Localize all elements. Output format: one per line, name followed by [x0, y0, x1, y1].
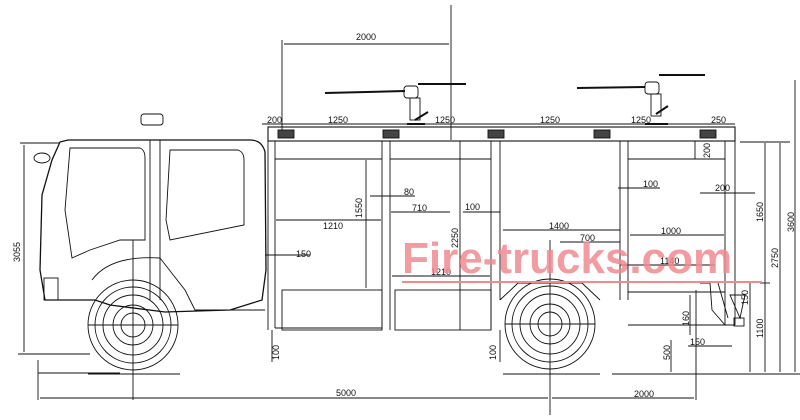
dim-top-1250-a: 1250: [328, 115, 348, 125]
dim-rear-1140: 1140: [660, 256, 679, 266]
dim-clearance-100-a: 100: [271, 345, 281, 360]
dim-rear-200-side: 200: [715, 183, 730, 193]
dim-rear-1400: 1400: [549, 221, 569, 231]
dim-top-1250-c: 1250: [540, 115, 560, 125]
dim-rear-overhang-2000: 2000: [634, 389, 654, 399]
dim-rear-150-h: 150: [740, 290, 750, 305]
dim-front-1550: 1550: [354, 198, 364, 218]
dim-top-200: 200: [267, 115, 282, 125]
watermark-text: Fire-trucks.com: [402, 234, 732, 283]
dim-mid-2250: 2250: [450, 228, 460, 248]
dim-front-1210: 1210: [323, 221, 343, 231]
dim-rear-160: 160: [681, 311, 691, 326]
dim-rear-100: 100: [643, 179, 658, 189]
dim-clearance-100-b: 100: [488, 345, 498, 360]
dim-height-2750: 2750: [770, 248, 780, 268]
dim-height-1100: 1100: [755, 319, 765, 338]
dim-height-3600: 3600: [786, 212, 796, 232]
dim-rear-700: 700: [580, 233, 595, 243]
dim-top-250: 250: [711, 115, 726, 125]
dim-mid-1210: 1210: [431, 267, 451, 277]
dim-cab-height-3055: 3055: [12, 242, 22, 262]
dim-rear-500: 500: [662, 345, 672, 360]
dim-height-1650: 1650: [755, 202, 765, 222]
dim-rear-1000: 1000: [661, 226, 681, 236]
dim-rear-200-top: 200: [702, 143, 712, 158]
dim-mid-80: 80: [404, 187, 414, 197]
dim-mid-710: 710: [412, 203, 427, 213]
dim-wheelbase-5000: 5000: [336, 388, 356, 398]
dim-top-1250-b: 1250: [435, 115, 455, 125]
dim-mid-100: 100: [465, 202, 480, 212]
dim-monitor-spacing: 2000: [356, 32, 376, 42]
dim-rear-150-step: 150: [690, 337, 705, 347]
dim-front-150: 150: [296, 249, 311, 259]
dim-top-1250-d: 1250: [631, 115, 651, 125]
